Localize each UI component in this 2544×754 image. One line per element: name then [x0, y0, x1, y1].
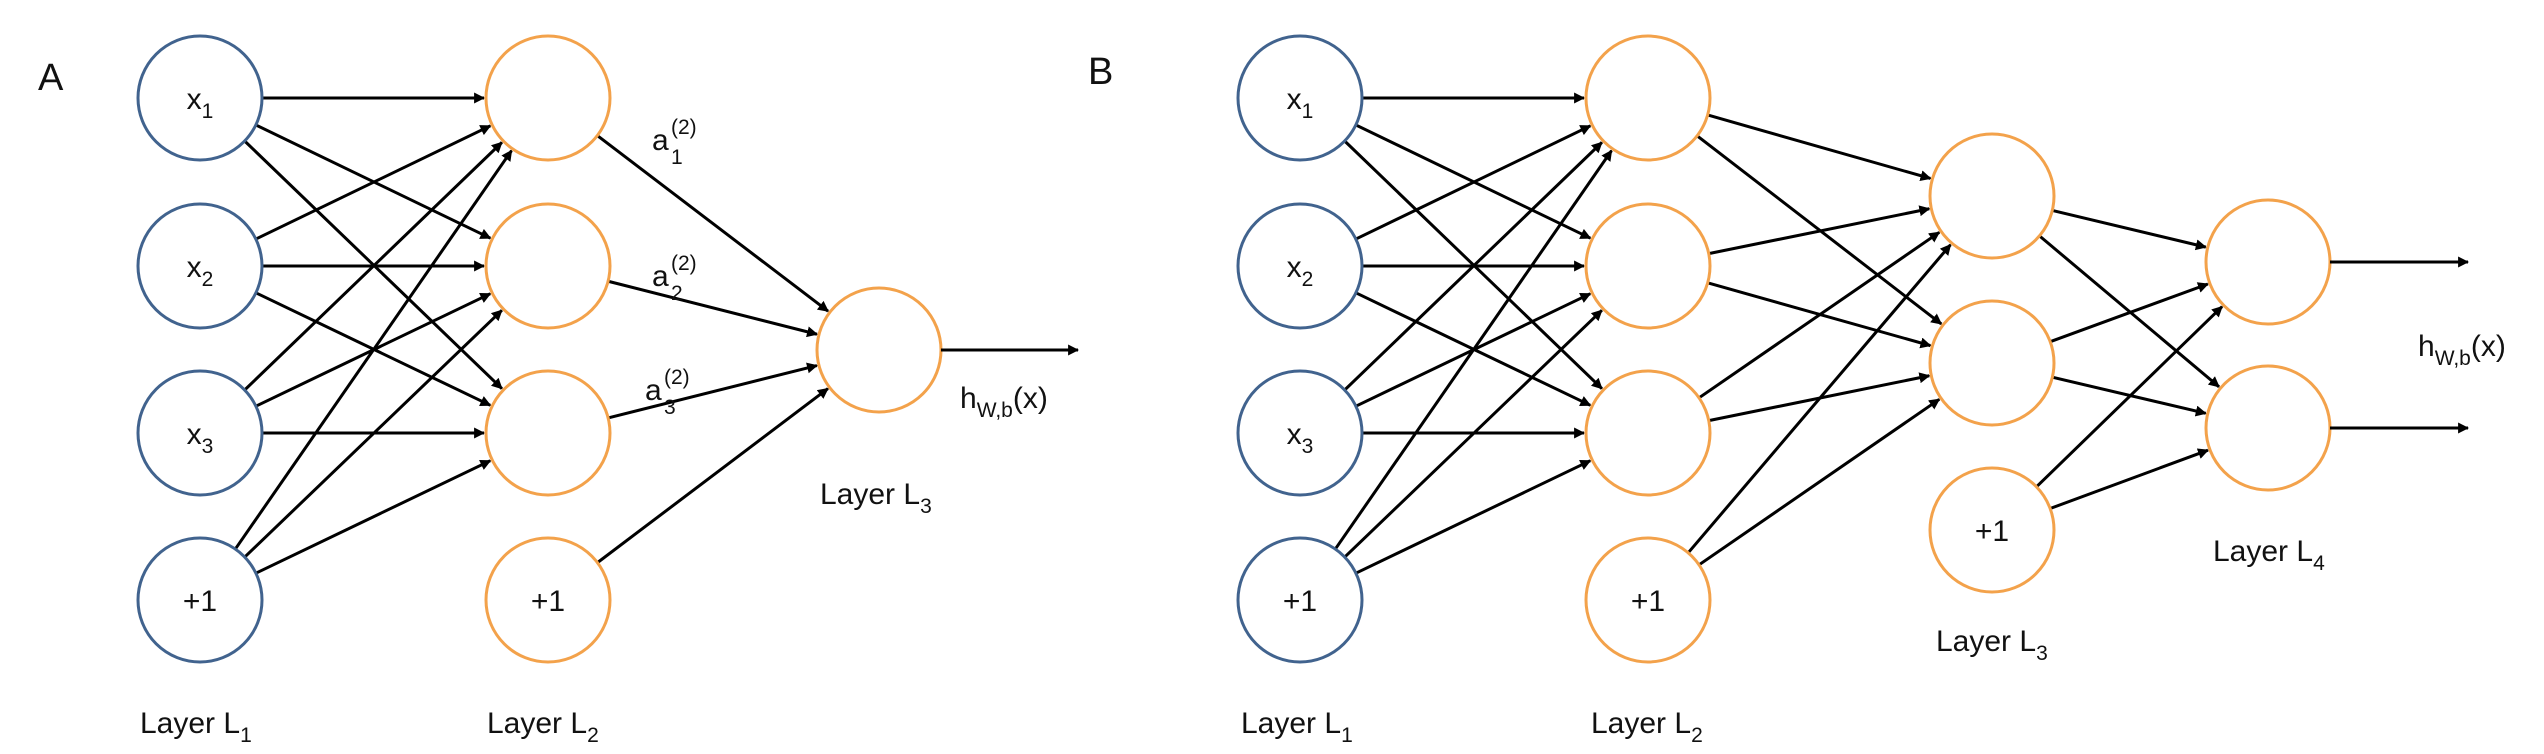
connection — [2035, 305, 2224, 488]
node-label: +1 — [1975, 515, 2009, 548]
node-label: x3 — [187, 418, 214, 458]
neuron — [1584, 369, 1712, 497]
layer-label: Layer L4 — [2213, 535, 2325, 575]
neuron — [484, 202, 612, 330]
layer-label: Layer L2 — [1591, 707, 1703, 747]
connection — [234, 149, 513, 550]
connection — [1343, 141, 1603, 392]
node-label: x1 — [1287, 83, 1314, 123]
activation-labels-a: a1(2) a2(2) a3(2) — [645, 116, 697, 419]
neuron — [2204, 198, 2332, 326]
neuron — [484, 34, 612, 162]
input-neuron — [1236, 369, 1364, 497]
connection — [255, 124, 492, 241]
neuron — [1928, 299, 2056, 427]
layer-label: Layer L3 — [820, 478, 932, 518]
edges-b — [1334, 92, 2224, 575]
layer-label: Layer L1 — [1241, 707, 1353, 747]
connection — [596, 134, 829, 313]
activation-label: a2(2) — [652, 252, 697, 305]
outputs-b: hW,b(x) — [2330, 256, 2506, 434]
neuron — [1584, 34, 1712, 162]
connection — [1355, 124, 1592, 241]
neuron — [484, 369, 612, 497]
neuron — [2204, 364, 2332, 492]
edges-a — [234, 92, 829, 575]
connection — [1343, 309, 1603, 559]
activation-label: a3(2) — [645, 366, 690, 419]
nodes-a: x1 x2 x3 +1 +1 — [136, 34, 943, 664]
layer-labels-b: Layer L1 Layer L2 Layer L3 Layer L4 — [1241, 535, 2325, 747]
output-a: hW,b(x) — [941, 344, 1080, 422]
connection — [596, 387, 829, 564]
node-label: +1 — [531, 585, 565, 618]
layer-label: Layer L1 — [140, 707, 252, 747]
connection — [1707, 113, 1932, 182]
node-label: x1 — [187, 83, 214, 123]
connection — [2051, 208, 2207, 251]
panel-a-network: A x1 x2 x3 +1 +1 a1(2) a2(2) a3(2) hW,b(x) Lay… — [38, 34, 1080, 747]
node-label: x3 — [1287, 418, 1314, 458]
input-neuron — [1236, 536, 1364, 664]
connection — [1708, 205, 1931, 256]
connection — [607, 362, 818, 420]
panel-label-b: B — [1088, 51, 1113, 93]
input-neuron — [1236, 202, 1364, 330]
connection — [1334, 149, 1613, 550]
connection — [1355, 459, 1592, 575]
connection — [1698, 231, 1941, 400]
neuron — [1584, 202, 1712, 330]
input-neuron — [1236, 34, 1364, 162]
neuron — [484, 536, 612, 664]
layer-labels-a: Layer L1 Layer L2 Layer L3 — [140, 478, 932, 747]
nodes-b: x1 x2 x3 +1 +1 +1 — [1236, 34, 2332, 664]
neuron — [1584, 536, 1712, 664]
activation-label: a1(2) — [652, 116, 697, 169]
input-neuron — [136, 34, 264, 162]
node-label: +1 — [183, 585, 217, 618]
node-label: x2 — [1287, 251, 1314, 291]
connection — [243, 309, 503, 559]
connection — [1698, 398, 1941, 567]
connection — [2049, 448, 2210, 510]
input-neuron — [136, 536, 264, 664]
connection — [1687, 243, 1952, 554]
input-neuron — [136, 202, 264, 330]
output-function-label: hW,b(x) — [2418, 330, 2506, 370]
connection — [607, 279, 819, 338]
layer-label: Layer L3 — [1936, 625, 2048, 665]
input-neuron — [136, 369, 264, 497]
neuron — [1928, 132, 2056, 260]
layer-label: Layer L2 — [487, 707, 599, 747]
panel-label-a: A — [38, 57, 64, 99]
node-label: +1 — [1283, 585, 1317, 618]
connection — [243, 141, 503, 392]
neuron — [1928, 466, 2056, 594]
neuron — [815, 286, 943, 414]
connection — [2049, 282, 2209, 344]
output-function-label: hW,b(x) — [960, 382, 1048, 422]
node-label: +1 — [1631, 585, 1665, 618]
node-label: x2 — [187, 251, 214, 291]
connection — [255, 459, 492, 575]
